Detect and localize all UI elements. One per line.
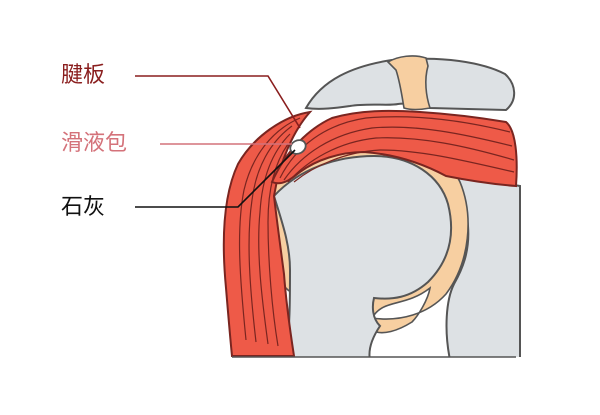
humerus-bone [272, 154, 452, 357]
tendon-leader-line [135, 75, 301, 129]
bursa-label: 滑液包 [61, 131, 128, 156]
calcification-leader-line [135, 149, 296, 208]
rotator-cuff-muscle [270, 109, 518, 188]
tendon-label: 腱板 [61, 63, 106, 88]
ac-joint-cartilage [386, 55, 432, 111]
deltoid-muscle [222, 110, 313, 357]
deltoid-striations [238, 117, 301, 347]
calcification-label: 石灰 [61, 195, 106, 220]
rotator-cuff-striations [279, 116, 515, 183]
